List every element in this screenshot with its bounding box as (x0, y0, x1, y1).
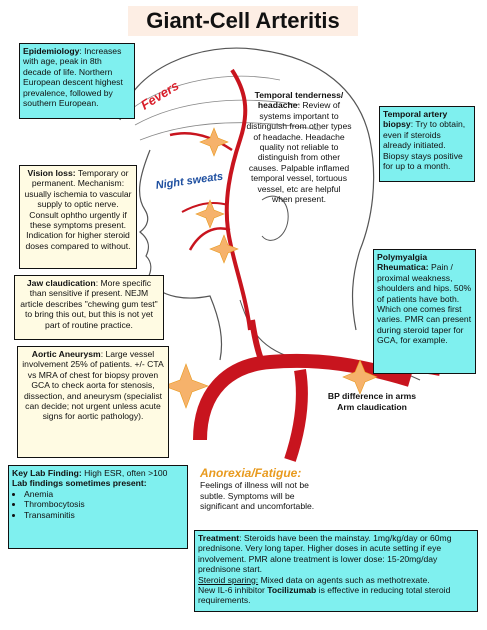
key-lab-heading: Key Lab Finding: (12, 468, 82, 478)
list-item: Transaminitis (24, 510, 184, 520)
temporal-biopsy-heading: Temporal artery biopsy (383, 109, 448, 130)
polymyalgia-text: Pain / proximal weakness, shoulders and … (377, 262, 472, 346)
temporal-artery (224, 68, 252, 331)
temporal-tenderness-heading: Temporal tenderness/ headache (254, 90, 344, 111)
epidemiology-box: Epidemiology: Increases with age, peak i… (19, 43, 135, 119)
jaw-claudication-box: Jaw claudication: More specific than sen… (14, 275, 164, 340)
arm-claudication-label: Arm claudication (337, 402, 407, 412)
star-pmr (342, 359, 378, 395)
star-temporal (199, 127, 229, 157)
page-title: Giant-Cell Arteritis (128, 6, 358, 36)
anorexia-heading: Anorexia/Fatigue: (200, 466, 302, 480)
polymyalgia-heading: Polymyalgia Rheumatica: (377, 252, 429, 273)
face-profile (139, 149, 223, 361)
epidemiology-text: : Increases with age, peak in 8th decade… (23, 46, 123, 109)
temporal-tenderness-text: : Review of systems important to disting… (246, 100, 352, 205)
key-lab-text: High ESR, often >100 (81, 468, 168, 478)
hair-lines (129, 75, 321, 141)
anorexia-text: Feelings of illness will not be subtle. … (200, 480, 315, 512)
aortic-aneurysm-text: : Large vessel involvement 25% of patien… (22, 349, 164, 422)
list-item: Anemia (24, 489, 184, 499)
frontal-branch (169, 131, 233, 152)
vision-loss-text: Temporary or permanent. Mechanism: usual… (24, 168, 132, 251)
star-jaw (209, 234, 239, 264)
lab-findings-box: Key Lab Finding: High ESR, often >100 La… (8, 465, 188, 549)
jaw-claudication-heading: Jaw claudication (26, 278, 96, 288)
treatment-heading: Treatment (198, 533, 240, 543)
carotid-artery (249, 319, 265, 364)
temporal-tenderness-note: Temporal tenderness/ headache: Review of… (246, 90, 352, 204)
jaw-claudication-text: : More specific than sensitive if presen… (20, 278, 158, 330)
head-outline (119, 47, 375, 331)
steroid-sparing-heading: Steroid sparing: (198, 574, 259, 585)
aortic-aneurysm-box: Aortic Aneurysm: Large vessel involvemen… (17, 346, 169, 458)
treatment-text: : Steroids have been the mainstay. 1mg/k… (198, 533, 452, 575)
aortic-arch (193, 353, 413, 441)
star-aorta (163, 363, 209, 409)
descending-aorta (284, 369, 308, 462)
lab-findings-list: Anemia Thrombocytosis Transaminitis (12, 489, 184, 520)
polymyalgia-box: Polymyalgia Rheumatica: Pain / proximal … (373, 249, 476, 374)
lab-sometimes-heading: Lab findings sometimes present: (12, 478, 147, 489)
ear (261, 195, 289, 241)
steroid-sparing-text: Mixed data on agents such as methotrexat… (258, 574, 430, 585)
temporal-biopsy-text: : Try to obtain, even if steroids alread… (383, 119, 466, 172)
bp-arm-note: BP difference in arms Arm claudication (316, 391, 428, 413)
tocilizumab-label: Tocilizumab (267, 585, 317, 596)
aortic-aneurysm-heading: Aortic Aneurysm (31, 349, 101, 359)
il6-prefix: New IL-6 inhibitor (198, 585, 268, 596)
facial-branch (188, 227, 231, 251)
treatment-box: Treatment: Steroids have been the mainst… (194, 530, 478, 612)
vision-loss-heading: Vision loss: (27, 168, 76, 178)
epidemiology-heading: Epidemiology (23, 46, 80, 56)
bp-difference-label: BP difference in arms (327, 391, 417, 401)
temporal-biopsy-box: Temporal artery biopsy: Try to obtain, e… (379, 106, 475, 182)
list-item: Thrombocytosis (24, 499, 184, 509)
star-vision (195, 199, 225, 229)
ophthalmic-branch (181, 202, 229, 213)
vision-loss-box: Vision loss: Temporary or permanent. Mec… (19, 165, 137, 269)
il6-suffix: is effective in reducing total steroid r… (198, 585, 451, 606)
